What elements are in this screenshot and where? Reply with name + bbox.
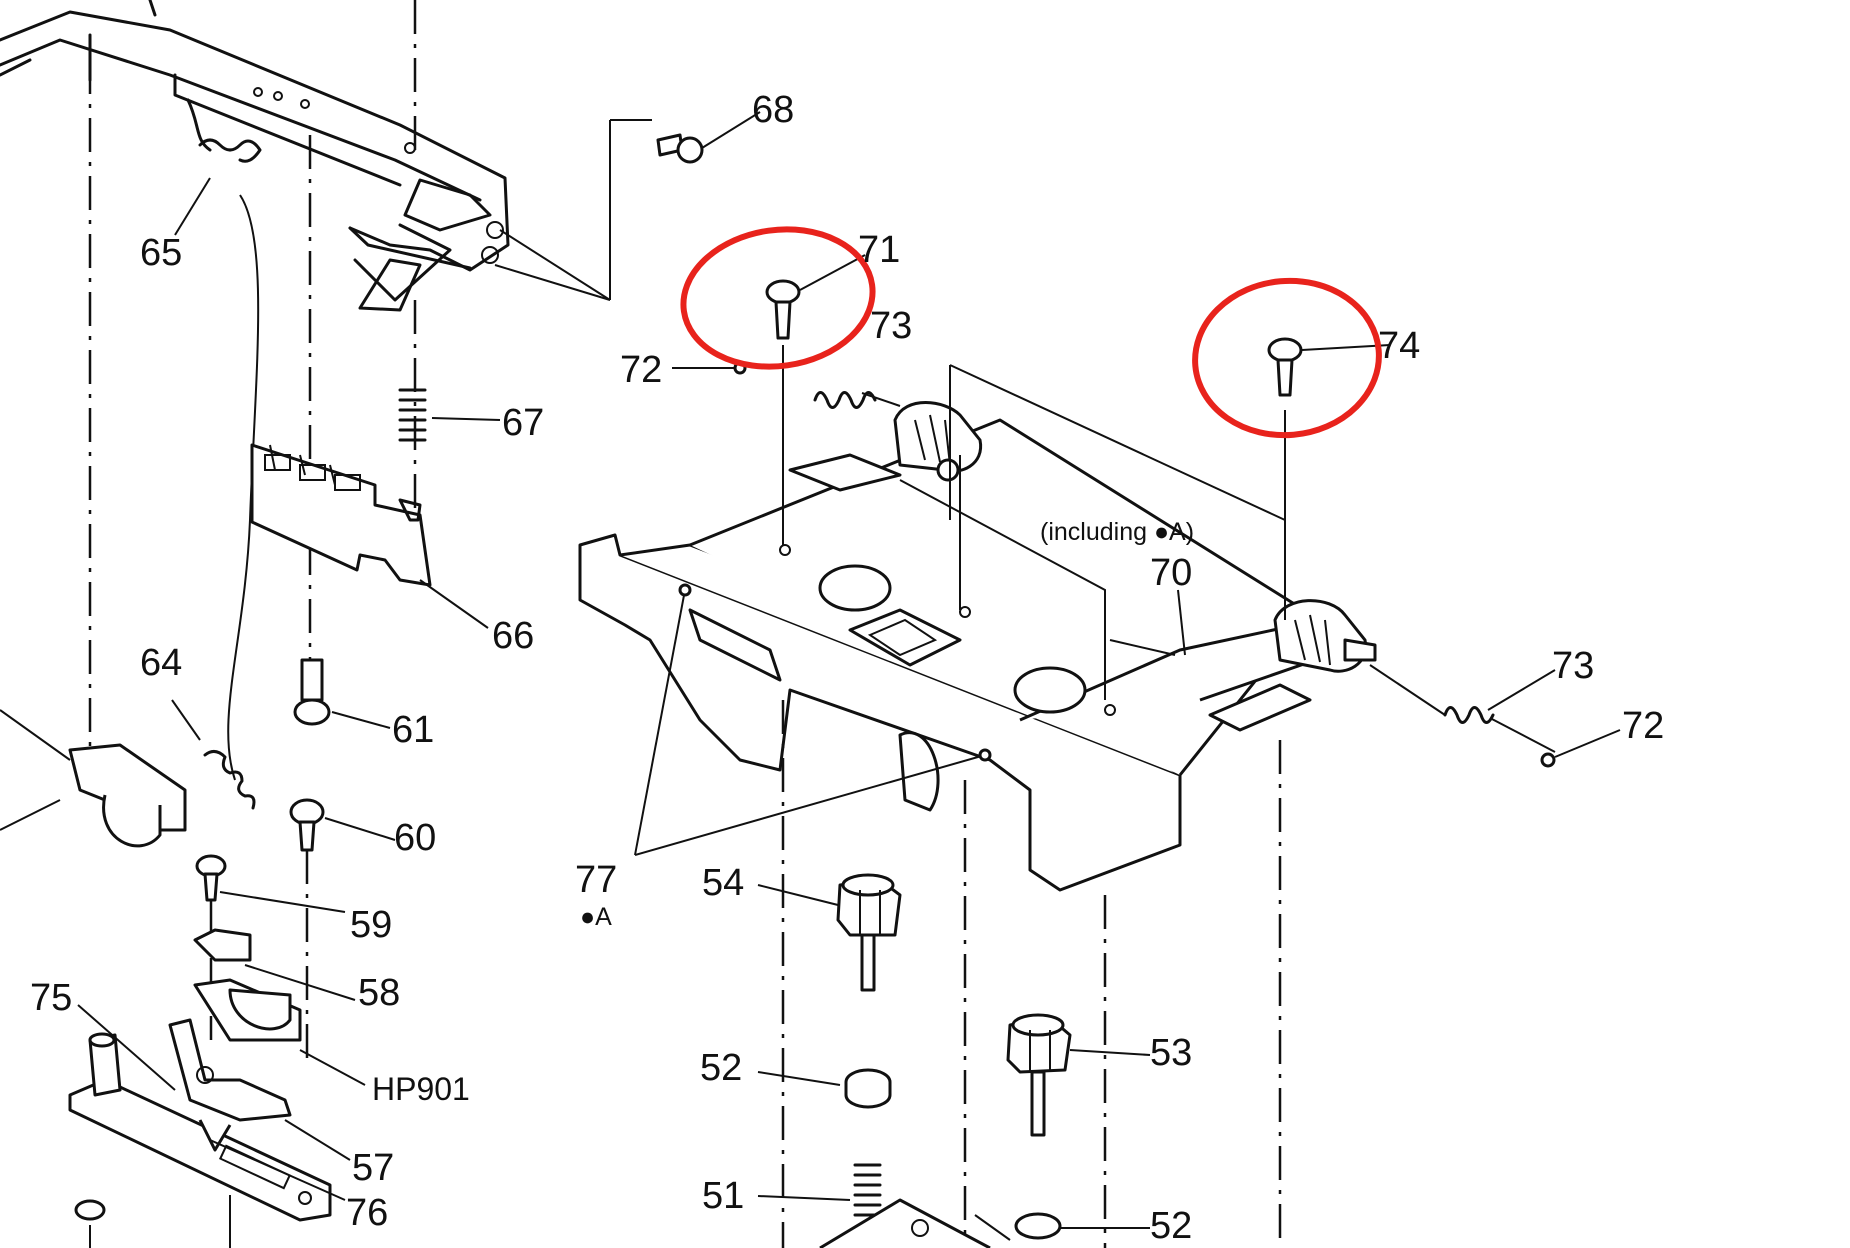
label-61: 61 (392, 709, 434, 751)
highlight-circle-74 (1192, 277, 1382, 439)
bracket-66 (250, 443, 432, 587)
label-57: 57 (352, 1147, 394, 1189)
label-64: 64 (140, 642, 182, 684)
washer-52-upper (844, 1068, 892, 1109)
label-70: 70 (1150, 552, 1192, 594)
tray-pivot-left (893, 401, 983, 482)
label-67: 67 (502, 402, 544, 444)
label-65: 65 (140, 232, 182, 274)
tray-70 (578, 418, 1332, 892)
upper-frame (0, 0, 510, 312)
screw-71 (765, 279, 801, 340)
label-51: 51 (702, 1175, 744, 1217)
washer-52-lower (1014, 1212, 1062, 1240)
label-66: 66 (492, 615, 534, 657)
label-54: 54 (702, 862, 744, 904)
label-60: 60 (394, 817, 436, 859)
screw-60 (289, 798, 325, 852)
spring-67 (398, 388, 427, 442)
label-74: 74 (1378, 325, 1420, 367)
spring-73-left (813, 391, 877, 409)
label-71: 71 (858, 229, 900, 271)
label-52-upper: 52 (700, 1047, 742, 1089)
label-hp901: HP901 (372, 1071, 470, 1107)
base-plate-76 (68, 1032, 332, 1222)
label-73-right: 73 (1552, 645, 1594, 687)
label-76: 76 (346, 1192, 388, 1234)
label-68: 68 (752, 89, 794, 131)
label-72-right: 72 (1622, 705, 1664, 747)
label-mark-a: ●A (580, 903, 612, 931)
label-52-lower: 52 (1150, 1205, 1192, 1247)
screw-74 (1267, 337, 1303, 397)
washer-bottom-left (74, 1199, 106, 1221)
label-72-left: 72 (620, 349, 662, 391)
lever-57 (168, 1018, 292, 1122)
bracket-64 (0, 709, 187, 848)
label-53: 53 (1150, 1032, 1192, 1074)
label-75: 75 (30, 977, 72, 1019)
spring-73-right (1443, 706, 1495, 724)
label-73-left: 73 (870, 305, 912, 347)
label-58: 58 (358, 972, 400, 1014)
knob-54 (836, 873, 902, 992)
spring-51 (853, 1163, 882, 1217)
screw-68 (656, 133, 704, 164)
sensor-58 (193, 928, 302, 1042)
screw-59 (195, 854, 227, 902)
spring-65 (186, 98, 262, 781)
label-77: 77 (575, 859, 617, 901)
knob-53 (1006, 1013, 1072, 1137)
label-59: 59 (350, 904, 392, 946)
screw-61 (293, 658, 331, 726)
tray-pivot-right (1273, 599, 1377, 673)
label-including-a: (including ●A) (1040, 518, 1194, 546)
spring-64 (203, 750, 256, 810)
highlight-circle-71 (680, 226, 876, 370)
